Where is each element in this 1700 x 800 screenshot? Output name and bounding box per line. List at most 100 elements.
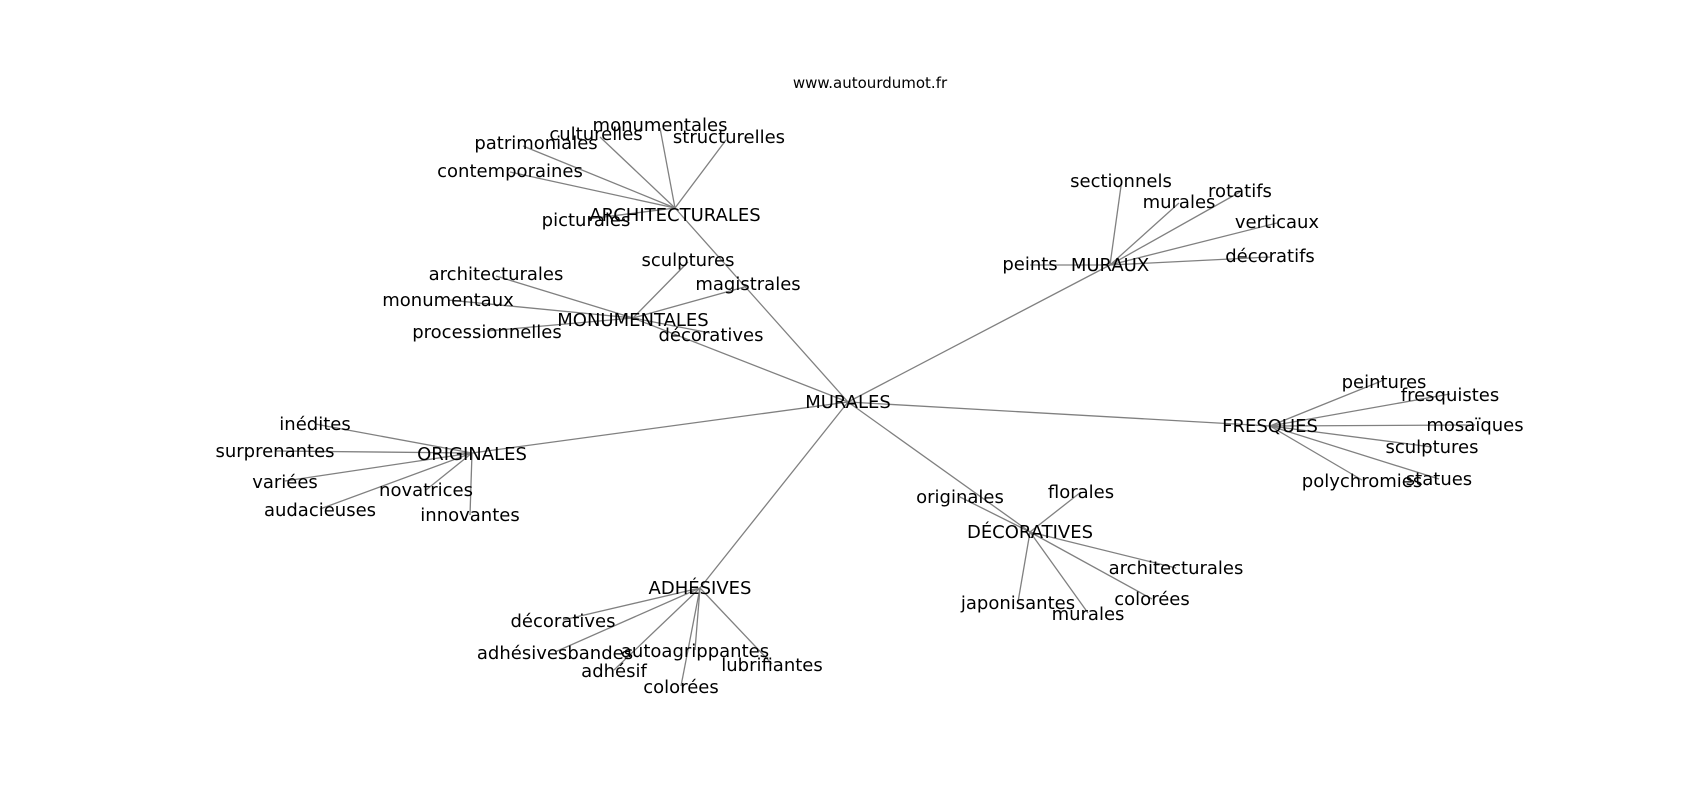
originales-cluster-child-label: variées bbox=[252, 472, 318, 493]
fresques-cluster-child-label: polychromies bbox=[1302, 471, 1422, 492]
muraux-cluster-child-label: peints bbox=[1002, 254, 1057, 275]
edge-architecturales-cluster-1 bbox=[599, 136, 676, 209]
edge-fresques-cluster-2 bbox=[1269, 424, 1476, 427]
edge-decoratives-cluster-4 bbox=[1029, 531, 1089, 614]
edge-architecturales-cluster-4 bbox=[509, 171, 676, 209]
edge-monumentales-cluster-2 bbox=[486, 317, 634, 332]
source-label: www.autourdumot.fr bbox=[793, 74, 948, 92]
edge-center-fresques-cluster bbox=[847, 401, 1271, 427]
monumentales-cluster-child-label: processionnelles bbox=[412, 322, 562, 343]
graph-edges bbox=[274, 127, 1476, 687]
edge-adhesives-cluster-2 bbox=[694, 587, 701, 651]
edge-center-monumentales-cluster bbox=[632, 317, 849, 403]
originales-cluster-child-label: novatrices bbox=[379, 480, 473, 501]
muraux-cluster-child-label: sectionnels bbox=[1070, 171, 1172, 192]
edge-monumentales-cluster-4 bbox=[632, 285, 749, 319]
originales-cluster-child-label: inédites bbox=[279, 414, 350, 435]
edge-adhesives-cluster-5 bbox=[680, 587, 701, 687]
originales-cluster-child-label: surprenantes bbox=[215, 441, 334, 462]
originales-cluster-label: ORIGINALES bbox=[417, 444, 527, 465]
edge-adhesives-cluster-0 bbox=[562, 587, 701, 621]
decoratives-cluster-child-label: originales bbox=[916, 487, 1004, 508]
edge-monumentales-cluster-5 bbox=[632, 317, 711, 334]
adhesives-cluster-child-label: autoagrippantes bbox=[621, 641, 769, 662]
fresques-cluster-label: FRESQUES bbox=[1222, 416, 1318, 437]
architecturales-cluster-child-label: picturales bbox=[542, 210, 631, 231]
edge-fresques-cluster-4 bbox=[1269, 425, 1440, 480]
edge-originales-cluster-2 bbox=[284, 452, 473, 482]
edge-fresques-cluster-1 bbox=[1269, 393, 1451, 427]
edge-muraux-cluster-4 bbox=[1109, 256, 1271, 266]
edge-decoratives-cluster-3 bbox=[1029, 531, 1153, 600]
decoratives-cluster-child-label: florales bbox=[1048, 482, 1114, 503]
fresques-cluster-child-label: sculptures bbox=[1385, 437, 1478, 458]
edge-architecturales-cluster-2 bbox=[674, 139, 727, 209]
fresques-cluster-child-label: peintures bbox=[1342, 372, 1427, 393]
architecturales-cluster-child-label: patrimoniales bbox=[474, 133, 597, 154]
edge-fresques-cluster-0 bbox=[1269, 379, 1385, 427]
monumentales-cluster-child-label: sculptures bbox=[641, 250, 734, 271]
edge-fresques-cluster-3 bbox=[1269, 425, 1433, 448]
edge-originales-cluster-1 bbox=[274, 450, 473, 454]
edge-adhesives-cluster-1 bbox=[554, 587, 701, 653]
architecturales-cluster-child-label: monumentales bbox=[593, 115, 728, 136]
adhesives-cluster-child-label: adhésif bbox=[581, 661, 647, 682]
edge-center-architecturales-cluster bbox=[674, 207, 849, 403]
originales-cluster-child-label: innovantes bbox=[420, 505, 519, 526]
edge-muraux-cluster-3 bbox=[1109, 222, 1278, 266]
adhesives-cluster-child-label: lubrifiantes bbox=[721, 655, 823, 676]
architecturales-cluster-child-label: structurelles bbox=[673, 127, 785, 148]
edge-architecturales-cluster-5 bbox=[587, 207, 676, 220]
edge-center-muraux-cluster bbox=[847, 264, 1111, 403]
edge-monumentales-cluster-0 bbox=[495, 275, 634, 319]
edge-center-originales-cluster bbox=[471, 401, 849, 454]
edge-architecturales-cluster-0 bbox=[659, 127, 676, 209]
edge-monumentales-cluster-3 bbox=[632, 261, 689, 319]
edge-originales-cluster-3 bbox=[319, 452, 473, 510]
adhesives-cluster-child-label: colorées bbox=[643, 677, 718, 698]
edge-center-adhesives-cluster bbox=[699, 401, 849, 589]
muraux-cluster-label: MURAUX bbox=[1071, 255, 1149, 276]
edge-originales-cluster-5 bbox=[469, 452, 473, 516]
decoratives-cluster-label: DÉCORATIVES bbox=[967, 521, 1093, 543]
edge-adhesives-cluster-4 bbox=[613, 587, 701, 671]
edge-monumentales-cluster-1 bbox=[447, 299, 634, 319]
muraux-cluster-child-label: décoratifs bbox=[1225, 246, 1315, 267]
graph-labels: www.autourdumot.fr MURALES ARCHITECTURALE… bbox=[215, 74, 1523, 698]
edge-originales-cluster-4 bbox=[425, 452, 473, 491]
decoratives-cluster-child-label: architecturales bbox=[1109, 558, 1244, 579]
edge-adhesives-cluster-3 bbox=[699, 587, 773, 665]
edge-decoratives-cluster-5 bbox=[1017, 531, 1031, 603]
edge-muraux-cluster-2 bbox=[1109, 191, 1241, 266]
fresques-cluster-child-label: mosaïques bbox=[1426, 415, 1523, 436]
monumentales-cluster-child-label: magistrales bbox=[695, 274, 800, 295]
fresques-cluster-child-label: fresquistes bbox=[1401, 385, 1500, 406]
edge-decoratives-cluster-2 bbox=[1029, 531, 1177, 569]
muraux-cluster-child-label: murales bbox=[1143, 192, 1216, 213]
adhesives-cluster-child-label: décoratives bbox=[510, 611, 615, 632]
edge-muraux-cluster-0 bbox=[1109, 185, 1122, 266]
monumentales-cluster-child-label: décoratives bbox=[658, 325, 763, 346]
monumentales-cluster-label: MONUMENTALES bbox=[557, 310, 708, 331]
muraux-cluster-child-label: verticaux bbox=[1235, 212, 1320, 233]
edge-decoratives-cluster-1 bbox=[1029, 491, 1082, 533]
decoratives-cluster-child-label: murales bbox=[1052, 604, 1125, 625]
center-node-label: MURALES bbox=[805, 392, 891, 413]
architecturales-cluster-child-label: contemporaines bbox=[437, 161, 583, 182]
architecturales-cluster-child-label: culturelles bbox=[549, 124, 642, 145]
edge-fresques-cluster-5 bbox=[1269, 425, 1363, 481]
adhesives-cluster-child-label: adhésivesbandes bbox=[477, 643, 633, 664]
edge-decoratives-cluster-0 bbox=[959, 496, 1031, 533]
fresques-cluster-child-label: statues bbox=[1406, 469, 1472, 490]
decoratives-cluster-child-label: japonisantes bbox=[960, 593, 1075, 614]
edge-architecturales-cluster-3 bbox=[522, 145, 676, 209]
edge-center-decoratives-cluster bbox=[847, 401, 1031, 533]
architecturales-cluster-label: ARCHITECTURALES bbox=[589, 205, 760, 226]
edge-originales-cluster-0 bbox=[314, 423, 473, 454]
edge-muraux-cluster-1 bbox=[1109, 202, 1180, 266]
adhesives-cluster-label: ADHÉSIVES bbox=[649, 577, 752, 599]
monumentales-cluster-child-label: monumentaux bbox=[382, 290, 514, 311]
originales-cluster-child-label: audacieuses bbox=[264, 500, 376, 521]
muraux-cluster-child-label: rotatifs bbox=[1208, 181, 1272, 202]
